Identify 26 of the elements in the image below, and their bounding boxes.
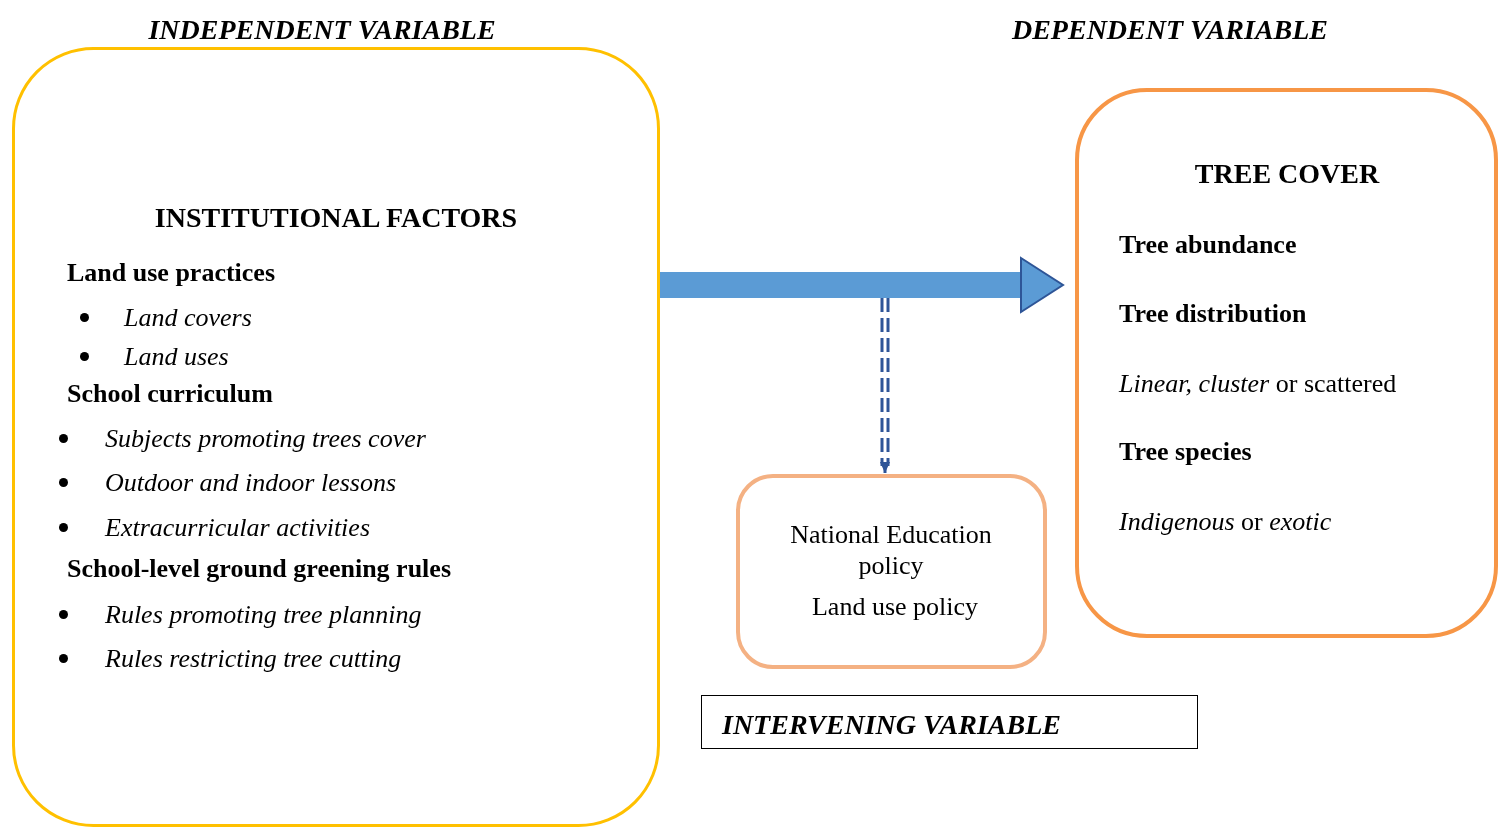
section-heading: INDEPENDENT VARIABLE [148,12,496,47]
list-item: Rules restricting tree cutting [59,642,402,675]
policy-text: Land use policy [811,590,979,623]
list-item: Rules promoting tree planning [59,598,422,631]
group-heading: Tree abundance [1119,228,1297,261]
list-item: Outdoor and indoor lessons [59,466,397,499]
group-heading: School-level ground greening rules [67,552,451,585]
dashed-arrow [880,296,890,475]
policy-box [736,474,1047,669]
list-item: Land uses [80,340,229,373]
list-item: Subjects promoting trees cover [59,422,426,455]
label-box [701,695,1198,749]
panel-title: INSTITUTIONAL FACTORS [154,200,518,235]
description-text: Linear, cluster or scattered [1119,367,1397,400]
list-item: Land covers [80,301,252,334]
block-arrow [658,257,1064,313]
description-text: Indigenous or exotic [1119,505,1332,538]
policy-text: National Education policy [789,518,993,582]
group-heading: Tree distribution [1119,297,1307,330]
group-heading: Land use practices [67,256,275,289]
group-heading: School curriculum [67,377,273,410]
group-heading: Tree species [1119,435,1252,468]
section-heading: DEPENDENT VARIABLE [1011,12,1329,47]
list-item: Extracurricular activities [59,511,370,544]
box-label: INTERVENING VARIABLE [722,707,1061,742]
panel-title: TREE COVER [1194,156,1380,191]
